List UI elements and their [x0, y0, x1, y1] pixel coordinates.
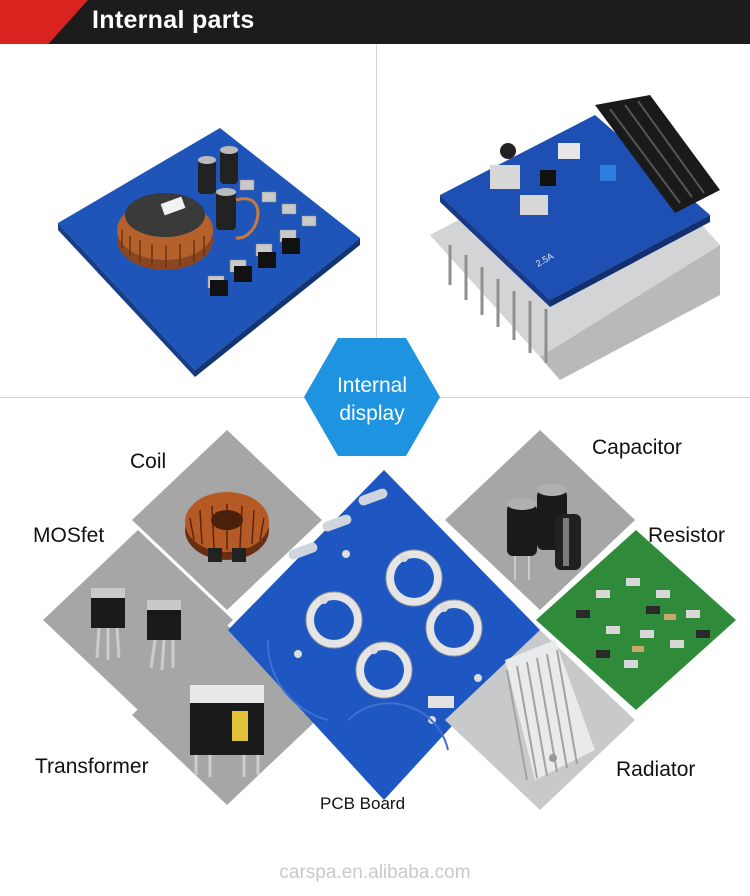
badge-line-2: display	[339, 402, 405, 425]
badge-line-1: Internal	[336, 374, 408, 397]
label-coil: Coil	[130, 450, 167, 473]
section-title: Internal parts	[92, 6, 255, 34]
label-transformer: Transformer	[35, 755, 149, 778]
heatsink-assembly-photo: 2.5A	[430, 95, 720, 380]
internal-display-badge	[304, 338, 440, 456]
pcb-board-photo	[58, 128, 360, 377]
capacitor-tile	[445, 430, 635, 610]
radiator-tile	[445, 630, 635, 810]
pcb-closeup-tile	[228, 470, 540, 800]
label-radiator: Radiator	[616, 758, 696, 781]
coil-tile	[132, 430, 322, 610]
label-pcb-board: PCB Board	[320, 794, 406, 813]
label-mosfet: MOSfet	[33, 524, 105, 547]
watermark: carspa.en.alibaba.com	[279, 862, 471, 883]
label-resistor: Resistor	[648, 524, 726, 547]
header-accent	[0, 0, 88, 44]
label-capacitor: Capacitor	[592, 436, 682, 459]
section-header: Internal parts	[0, 0, 750, 44]
vertical-divider	[376, 44, 377, 394]
resistor-tile	[536, 530, 736, 710]
